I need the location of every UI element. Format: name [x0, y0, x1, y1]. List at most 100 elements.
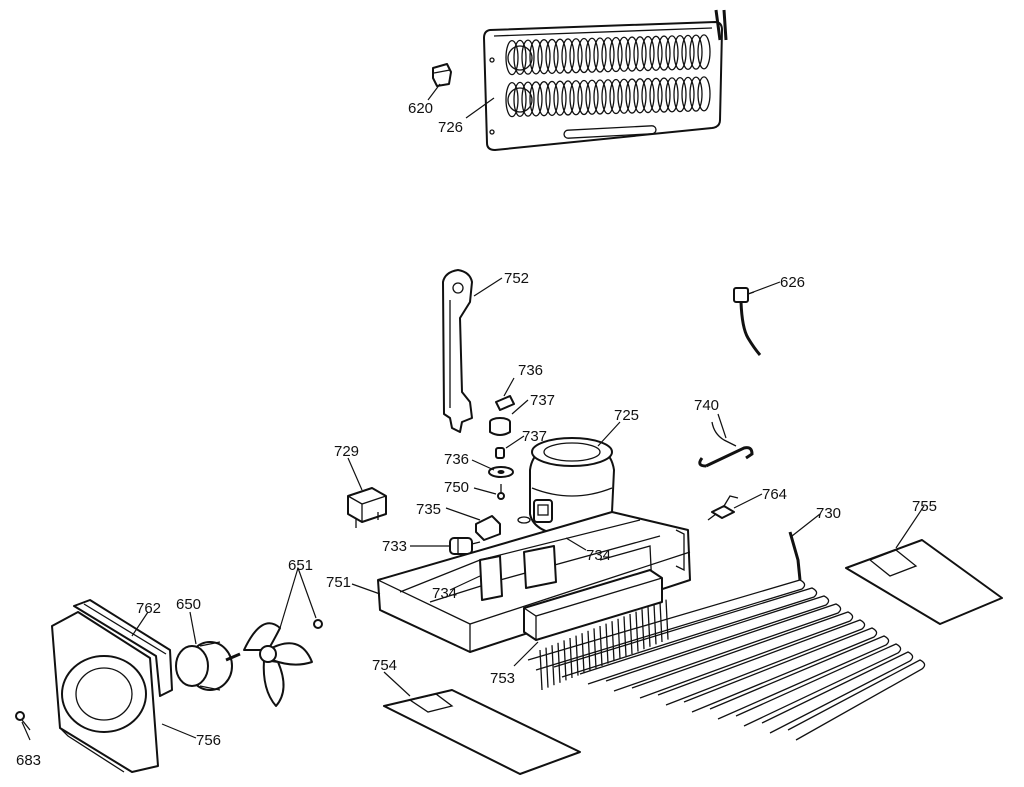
pan-753 — [523, 569, 663, 641]
coil-loop — [553, 38, 567, 74]
condenser-tube — [631, 611, 854, 699]
condenser-fin — [611, 621, 615, 662]
bracket-752 — [442, 269, 473, 433]
label-736-b: 736 — [444, 451, 469, 468]
label-725: 725 — [614, 407, 639, 424]
coil-loop — [641, 35, 655, 72]
coil-loop — [609, 36, 623, 73]
coil-end — [507, 45, 533, 71]
coil-loop — [561, 80, 575, 116]
coil-loop — [505, 39, 519, 76]
condenser-tube — [553, 587, 818, 678]
coil-loop — [681, 76, 695, 113]
label-750: 750 — [444, 479, 469, 496]
coil-loop — [545, 80, 559, 117]
coil-loop — [545, 38, 559, 75]
coil-loop — [569, 38, 583, 74]
label-751: 751 — [326, 574, 351, 591]
condenser-fin — [539, 649, 543, 691]
condenser-coil-730 — [527, 531, 926, 741]
condenser-tube — [527, 579, 806, 671]
label-735: 735 — [416, 501, 441, 518]
coil-loop — [673, 76, 687, 113]
label-729: 729 — [334, 443, 359, 460]
condenser-fin — [587, 630, 591, 671]
leader-lines — [21, 83, 925, 741]
coil-loop — [657, 35, 671, 71]
coil-loop — [505, 81, 519, 118]
coil-loop — [633, 36, 647, 72]
condenser-fin — [659, 601, 663, 643]
coil-loop — [577, 79, 591, 116]
condenser-tube — [761, 651, 914, 734]
coil-loop — [577, 37, 591, 74]
coil-loop — [601, 37, 615, 73]
label-626: 626 — [780, 274, 805, 291]
coil-loop — [689, 34, 703, 70]
knob-620 — [432, 63, 452, 87]
coil-loop — [625, 78, 639, 114]
coil-loop — [561, 38, 575, 74]
coil-loop — [553, 80, 567, 116]
condenser-tube — [683, 627, 878, 713]
label-753: 753 — [490, 670, 515, 687]
coil-loop — [521, 39, 535, 75]
coil-loop — [529, 81, 543, 117]
coil-loop — [625, 36, 639, 72]
fan-motor-650 — [175, 641, 241, 691]
condenser-fin — [653, 604, 657, 645]
coil-loop — [585, 79, 599, 115]
condenser-fin — [551, 645, 555, 686]
coil-loop — [601, 79, 615, 115]
coil-loop — [657, 77, 671, 113]
label-736-a: 736 — [518, 362, 543, 379]
label-734-b: 734 — [432, 585, 457, 602]
base-tray-751 — [377, 511, 691, 653]
coil-loop — [689, 76, 703, 112]
grommets — [488, 395, 515, 500]
part-labels: 620 726 752 626 736 737 737 725 740 736 … — [16, 100, 937, 769]
evaporator-726 — [483, 9, 728, 151]
coil-loop — [593, 37, 607, 73]
label-764: 764 — [762, 486, 787, 503]
condenser-fin — [581, 633, 585, 674]
fan-shroud-756 — [51, 611, 159, 773]
coil-loop — [665, 77, 679, 113]
condenser-tube — [787, 659, 926, 741]
panel-755 — [845, 539, 1003, 625]
panel-754 — [383, 689, 581, 775]
coil-loop — [673, 34, 687, 71]
label-726: 726 — [438, 119, 463, 136]
coil-loop — [649, 35, 663, 71]
coil-loop — [569, 80, 583, 116]
label-733: 733 — [382, 538, 407, 555]
condenser-tubes — [527, 579, 926, 741]
label-650: 650 — [176, 596, 201, 613]
coil-loop — [697, 76, 711, 112]
fan-blade-651 — [243, 619, 323, 707]
coil-loop — [513, 39, 527, 76]
coil-loop — [697, 34, 711, 70]
condenser-tube — [709, 635, 890, 720]
label-734-a: 734 — [586, 547, 611, 564]
clamp-764 — [707, 495, 739, 521]
label-730: 730 — [816, 505, 841, 522]
condenser-fin — [647, 606, 651, 647]
condenser-fin — [635, 611, 639, 652]
condenser-fin — [545, 647, 549, 688]
evaporator-coils — [505, 34, 711, 118]
coil-loop — [537, 39, 551, 75]
condenser-fin — [665, 599, 669, 640]
condenser-tube — [605, 603, 842, 692]
condenser-fin — [623, 616, 627, 657]
label-755: 755 — [912, 498, 937, 515]
condenser-fin — [569, 637, 573, 679]
coil-loop — [641, 77, 655, 114]
coil-loop — [617, 78, 631, 114]
label-740: 740 — [694, 397, 719, 414]
condenser-fin — [593, 628, 597, 669]
clip-740 — [698, 421, 754, 468]
coil-loop — [609, 78, 623, 115]
coil-loop — [529, 39, 543, 75]
